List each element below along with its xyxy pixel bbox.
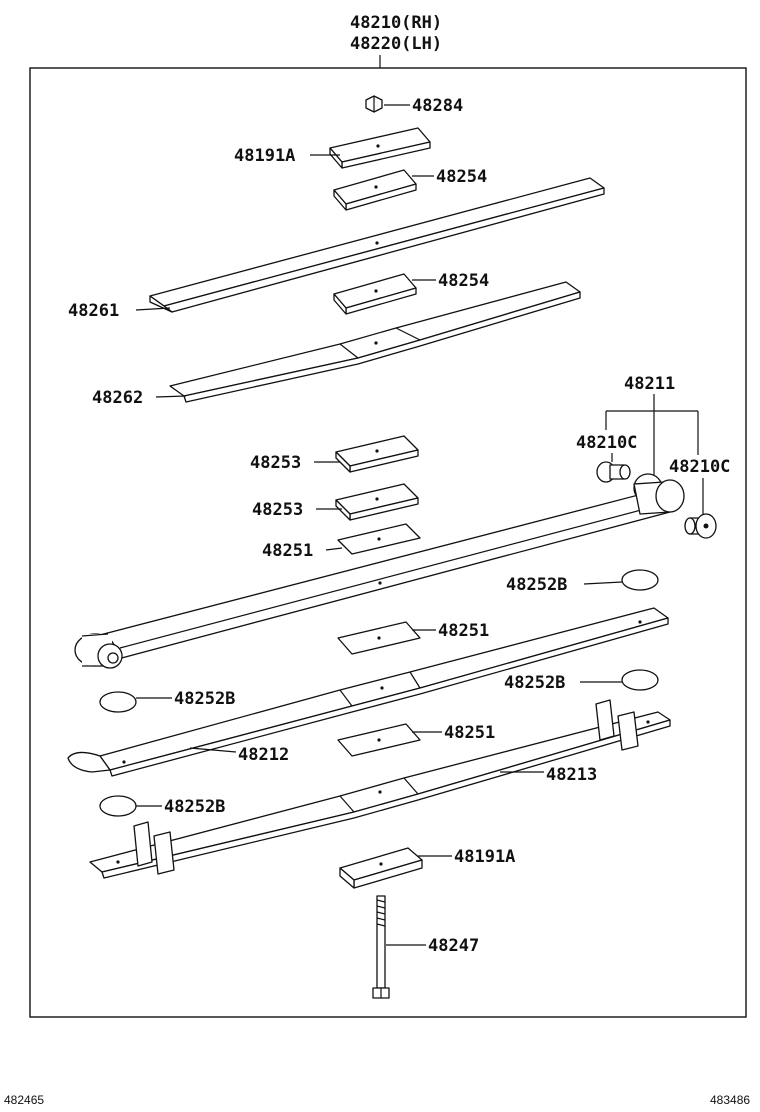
footer-left-code: 482465	[4, 1093, 44, 1107]
footer-right-code: 483486	[710, 1093, 750, 1107]
leaf-48212-leader	[189, 747, 237, 753]
insert-1-label: 48251	[262, 541, 313, 561]
leaf-48262-leader	[155, 395, 187, 398]
insert-1-part	[337, 523, 421, 555]
upper-seat-part	[329, 127, 431, 169]
disc-2-part	[621, 669, 659, 691]
center-bolt-part	[372, 895, 390, 999]
bush-left-label: 48210C	[576, 433, 637, 453]
spacer-1-part	[335, 435, 419, 473]
bush-assy-label: 48211	[624, 374, 675, 394]
center-bolt-label: 48247	[428, 936, 479, 956]
spacer-2-part	[335, 483, 419, 521]
disc-3-label: 48252B	[174, 689, 235, 709]
leaf-48261-part	[149, 177, 605, 313]
main-eye-leaf-part	[74, 473, 685, 669]
bush-left-part	[596, 461, 631, 483]
assembly-label-rh: 48210(RH)	[350, 13, 442, 33]
disc-1-leader	[583, 581, 623, 585]
lower-seat-label: 48191A	[454, 847, 515, 867]
insert-2-part	[337, 621, 421, 655]
leaf-48261-leader	[135, 307, 171, 311]
insert-3-label: 48251	[444, 723, 495, 743]
lower-seat-part	[339, 847, 423, 889]
top-pad-part	[333, 169, 417, 211]
rebound-leaf-part	[89, 699, 671, 879]
insert-3-part	[337, 723, 421, 757]
top-pad-label: 48254	[436, 167, 487, 187]
bush-right-label: 48210C	[669, 457, 730, 477]
disc-2-label: 48252B	[504, 673, 565, 693]
assembly-label-lh: 48220(LH)	[350, 34, 442, 54]
upper-seat-label: 48191A	[234, 146, 295, 166]
insert-1-leader	[325, 547, 343, 551]
leaf-48212-part	[67, 607, 669, 777]
nut-part	[365, 95, 383, 113]
disc-1-part	[621, 569, 659, 591]
disc-1-label: 48252B	[506, 575, 567, 595]
insert-2-label: 48251	[438, 621, 489, 641]
rebound-leaf-label: 48213	[546, 765, 597, 785]
disc-3-part	[99, 691, 137, 713]
bush-assy-bracket	[605, 394, 699, 478]
mid-pad-part	[333, 273, 417, 315]
diagram-frame	[29, 67, 747, 1018]
bush-right-part	[684, 513, 717, 539]
leaf-48212-label: 48212	[238, 745, 289, 765]
spacer-1-label: 48253	[250, 453, 301, 473]
leaf-48261-label: 48261	[68, 301, 119, 321]
disc-4-part	[99, 795, 137, 817]
mid-pad-label: 48254	[438, 271, 489, 291]
disc-4-label: 48252B	[164, 797, 225, 817]
leaf-48262-part	[169, 281, 581, 403]
leaf-48262-label: 48262	[92, 388, 143, 408]
spacer-2-label: 48253	[252, 500, 303, 520]
nut-label: 48284	[412, 96, 463, 116]
